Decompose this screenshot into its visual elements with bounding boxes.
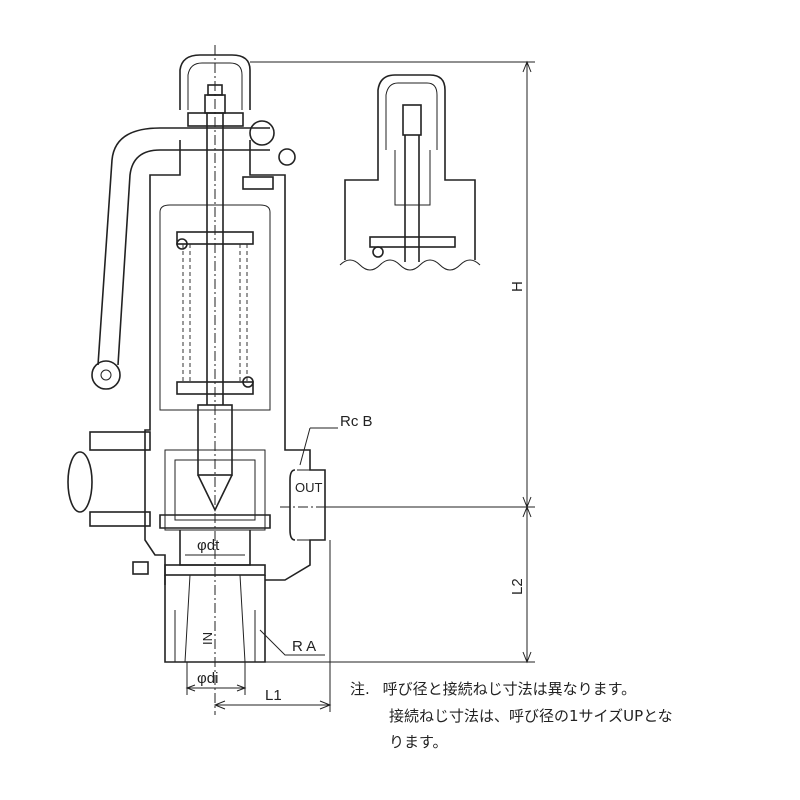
note-prefix: 注.: [350, 680, 370, 698]
label-phi-di: φdi: [197, 670, 218, 687]
dimensions: [185, 60, 535, 712]
note-line-1: 注. 呼び径と接続ねじ寸法は異なります。: [350, 678, 636, 699]
label-rc-b: Rc B: [340, 413, 373, 430]
cap: [149, 54, 286, 195]
side-plugs: [67, 431, 151, 575]
valve-body: [144, 404, 326, 585]
lift-lever: [91, 120, 296, 390]
note-line-3: ります。: [389, 733, 448, 751]
label-out: OUT: [295, 480, 323, 495]
note-line-2: 接続ねじ寸法は、呼び径の1サイズUPとな: [389, 707, 673, 725]
label-r-a: R A: [292, 638, 316, 655]
label-in: IN: [200, 632, 215, 645]
inset-cap-view: [339, 74, 481, 271]
bonnet: [149, 195, 286, 415]
label-h: H: [509, 281, 526, 292]
inlet: [164, 574, 266, 663]
label-l1: L1: [265, 687, 282, 704]
label-phi-dt: φdt: [197, 537, 220, 554]
note-text-1: 呼び径と接続ねじ寸法は異なります。: [382, 680, 637, 698]
label-l2: L2: [509, 578, 526, 595]
